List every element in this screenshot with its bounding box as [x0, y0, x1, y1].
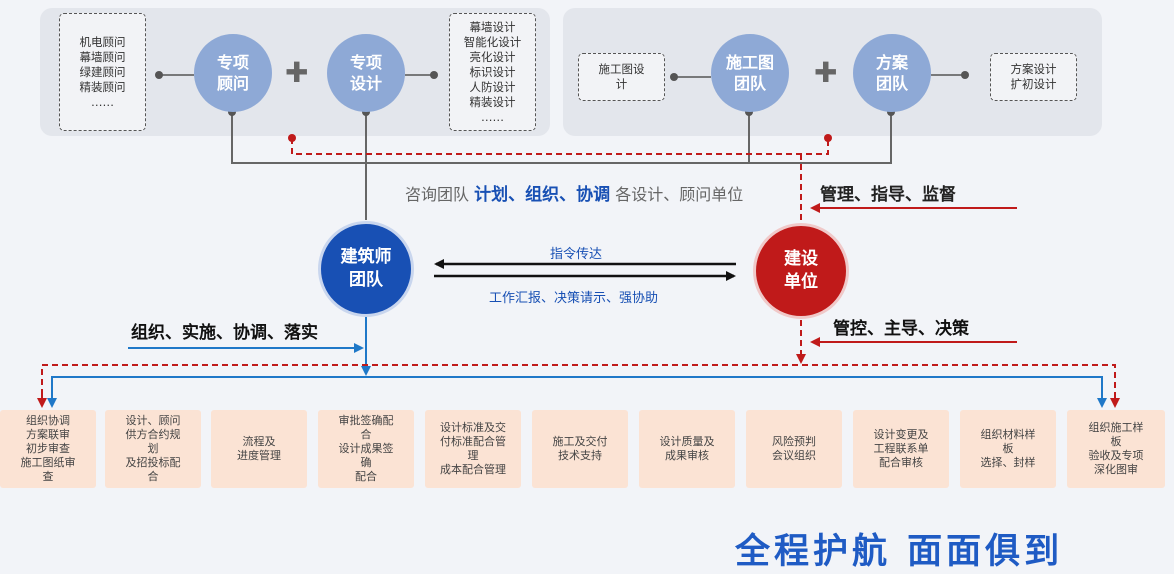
owner-unit-circle: 建设单位	[753, 223, 849, 319]
plus-icon: ✚	[285, 56, 309, 89]
scheme-team-circle: 方案团队	[853, 34, 931, 112]
special-consultant-circle: 专项顾问	[194, 34, 272, 112]
instruction-label: 指令传达	[550, 247, 603, 262]
task-quality-review: 设计质量及成果审核	[639, 410, 735, 488]
manage-guide-supervise-label: 管理、指导、监督	[820, 185, 956, 205]
control-lead-decide-label: 管控、主导、决策	[833, 319, 969, 339]
task-construction-sample: 组织施工样板验收及专项深化图审	[1067, 410, 1165, 488]
consult-team-label: 咨询团队 计划、组织、协调 各设计、顾问单位	[405, 185, 744, 205]
task-change-review: 设计变更及工程联系单配合审核	[853, 410, 949, 488]
task-process-schedule: 流程及进度管理	[211, 410, 307, 488]
scheme-design-box: 方案设计 扩初设计	[990, 53, 1077, 101]
task-risk-meeting: 风险预判会议组织	[746, 410, 842, 488]
design-list-box: 幕墙设计 智能化设计 亮化设计 标识设计 人防设计 精装设计 ……	[449, 13, 536, 131]
organize-implement-label: 组织、实施、协调、落实	[131, 323, 318, 343]
task-construction-support: 施工及交付技术支持	[532, 410, 628, 488]
task-coordination-review: 组织协调方案联审初步审查施工图纸审查	[0, 410, 96, 488]
task-approval-signoff: 审批签确配合设计成果签确配合	[318, 410, 414, 488]
construction-drawing-box: 施工图设 计	[578, 53, 665, 101]
architect-team-circle: 建筑师团队	[318, 221, 414, 317]
report-label: 工作汇报、决策请示、强协助	[489, 291, 659, 306]
task-standards-cost: 设计标准及交付标准配合管理成本配合管理	[425, 410, 521, 488]
task-contract-tender: 设计、顾问供方合约规划及招投标配合	[105, 410, 201, 488]
plus-icon: ✚	[814, 56, 838, 89]
construction-drawing-team-circle: 施工图团队	[711, 34, 789, 112]
slogan: 全程护航 面面俱到	[735, 532, 1064, 572]
task-material-sample: 组织材料样板选择、封样	[960, 410, 1056, 488]
advisor-list-box: 机电顾问 幕墙顾问 绿建顾问 精装顾问 ……	[59, 13, 146, 131]
special-design-circle: 专项设计	[327, 34, 405, 112]
